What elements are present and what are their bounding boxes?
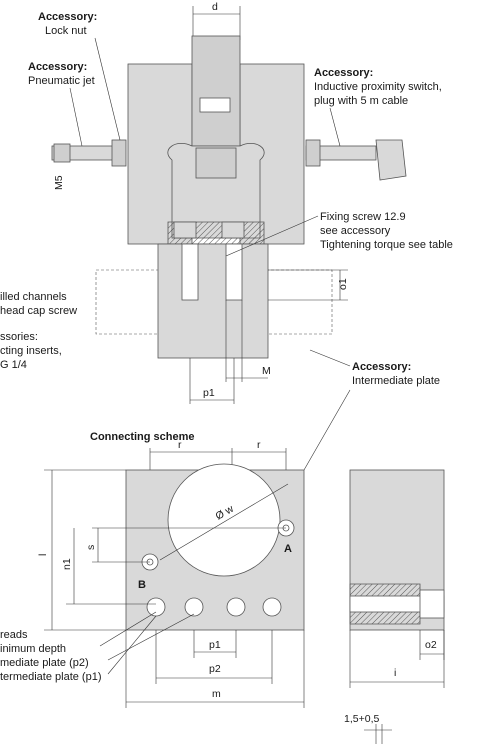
drilled-channels-line1: illed channels [0, 291, 67, 303]
fixing-screw-line1: Fixing screw 12.9 [320, 211, 406, 223]
piston-head [195, 147, 237, 179]
dim-m-label: m [212, 688, 221, 700]
proximity-plug [375, 139, 407, 181]
screw-head-left [173, 221, 197, 239]
side-view: o2 i 1,5+0,5 [344, 469, 445, 744]
side-counterbore [419, 589, 445, 619]
notes-line1: reads [0, 629, 28, 641]
dim-M-label: M [262, 365, 271, 377]
base-block [157, 243, 269, 359]
dim-r-right-label: r [257, 439, 261, 451]
screw-shaft-right [225, 243, 243, 301]
lock-nut-left [111, 139, 127, 167]
dim-n1-label: n1 [61, 558, 73, 570]
center-bore [167, 463, 281, 577]
slide-nut [199, 97, 231, 113]
piston-body [167, 143, 265, 239]
fixing-screw-line2: see accessory [320, 225, 391, 237]
connecting-scheme-title: Connecting scheme [90, 431, 195, 443]
thread-hole-1 [146, 597, 166, 617]
thread-hole-3 [226, 597, 246, 617]
dim-p1-label: p1 [209, 639, 221, 651]
lock-nut-right [305, 139, 321, 167]
dim-p1-top-label: p1 [203, 387, 215, 399]
thread-hole-4 [262, 597, 282, 617]
notes-line3: mediate plate (p2) [0, 657, 89, 669]
screw-head-right [221, 221, 245, 239]
intermediate-text: Intermediate plate [352, 375, 440, 387]
notes-line4: termediate plate (p1) [0, 671, 102, 683]
thread-hole-2 [184, 597, 204, 617]
pneumatic-jet-title: Accessory: [28, 61, 87, 73]
dim-s-label: s [85, 545, 97, 550]
drilled-channels-line2: head cap screw [0, 305, 77, 317]
jet-fitting [53, 143, 71, 163]
connecting-scheme: Connecting scheme r r Ø w A B s n1 l [0, 389, 351, 708]
proximity-line1: Inductive proximity switch, [314, 81, 442, 93]
dim-l-label: l [37, 554, 49, 556]
screw-shaft-left [181, 243, 199, 301]
lock-nut-title: Accessory: [38, 11, 97, 23]
dim-r-left-label: r [178, 439, 182, 451]
proximity-title: Accessory: [314, 67, 373, 79]
top-view: d Accessory: Lock nut Accessory: Pneumat… [0, 1, 453, 404]
dim-i-label: i [394, 667, 396, 679]
port-b-label: B [138, 579, 146, 591]
accessories-line2: cting inserts, [0, 345, 62, 357]
accessories-line3: G 1/4 [0, 359, 27, 371]
pneumatic-jet-text: Pneumatic jet [28, 75, 95, 87]
notes-line2: inimum depth [0, 643, 66, 655]
fixing-screw-line3: Tightening torque see table [320, 239, 453, 251]
accessories-line1: ssories: [0, 331, 38, 343]
dim-m5-label: M5 [53, 175, 65, 190]
dim-p2-label: p2 [209, 663, 221, 675]
port-a-label: A [284, 543, 292, 555]
intermediate-title: Accessory: [352, 361, 411, 373]
proximity-line2: plug with 5 m cable [314, 95, 408, 107]
center-slide [191, 35, 241, 147]
dim-d-label: d [212, 1, 218, 13]
dim-o1-label: o1 [337, 278, 349, 290]
lock-nut-text: Lock nut [45, 25, 87, 37]
dim-o2-label: o2 [425, 639, 437, 651]
dim-tol-label: 1,5+0,5 [344, 713, 379, 725]
